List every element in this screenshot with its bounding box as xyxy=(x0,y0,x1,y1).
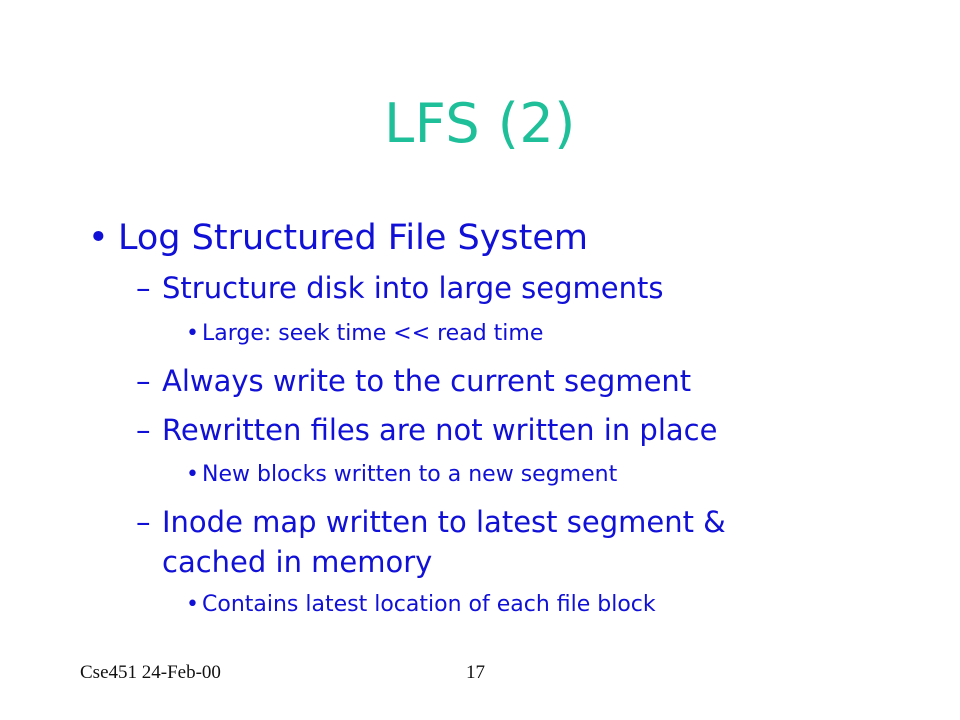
bullet-contains-location: Contains latest location of each file bl… xyxy=(202,592,656,617)
dash-marker: – xyxy=(136,413,151,447)
bullet-new-blocks: New blocks written to a new segment xyxy=(202,462,618,487)
bullet-marker: • xyxy=(186,462,199,487)
dash-marker: – xyxy=(136,505,151,539)
bullet-log-structured-fs: Log Structured File System xyxy=(118,218,589,258)
bullet-marker: • xyxy=(88,218,109,258)
dash-marker: – xyxy=(136,271,151,305)
dash-marker: – xyxy=(136,364,151,398)
slide-title: LFS (2) xyxy=(384,92,576,155)
footer-course-date: Cse451 24-Feb-00 xyxy=(80,662,221,683)
bullet-marker: • xyxy=(186,321,199,346)
bullet-structure-disk: Structure disk into large segments xyxy=(162,271,664,305)
bullet-marker: • xyxy=(186,592,199,617)
bullet-inode-map-line1: Inode map written to latest segment & xyxy=(162,505,726,539)
bullet-rewritten-files: Rewritten files are not written in place xyxy=(162,413,718,447)
footer-page-number: 17 xyxy=(466,662,485,683)
bullet-always-write: Always write to the current segment xyxy=(162,364,692,398)
bullet-seek-time: Large: seek time << read time xyxy=(202,321,544,346)
bullet-inode-map-line2: cached in memory xyxy=(162,545,433,579)
